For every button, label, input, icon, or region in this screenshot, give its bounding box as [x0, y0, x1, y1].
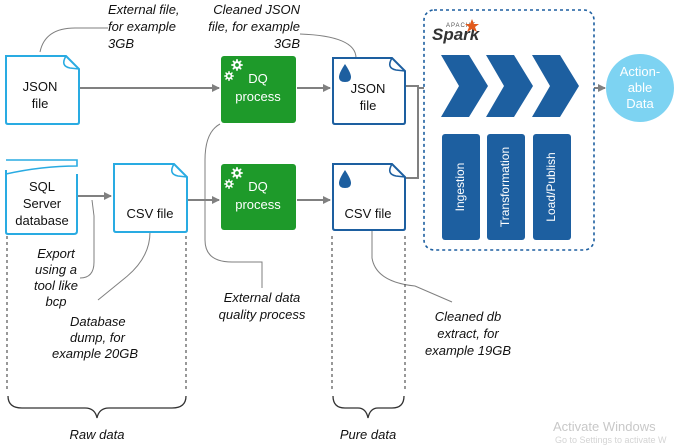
text-label: dump, for: [70, 330, 126, 345]
json-file-node: JSON file: [5, 55, 80, 125]
stage-transformation-label: Transformation: [498, 147, 512, 227]
stage-load-bar: [533, 134, 571, 240]
pure-json-label-2: file: [360, 98, 377, 113]
json-file-label-2: file: [32, 96, 49, 111]
spark-container: APACHE Spark Ingestion Transformation Lo…: [423, 9, 595, 251]
chevron-load: [532, 55, 579, 117]
droplet-icon: [339, 64, 351, 82]
pure-csv-node: CSV file: [332, 163, 406, 231]
chevron-ingestion: [441, 55, 488, 117]
text-label: Cleaned JSON: [213, 2, 300, 17]
stage-load-label: Load/Publish: [544, 152, 558, 221]
droplet-icon-2: [339, 170, 351, 188]
text-label: Export: [37, 246, 76, 261]
sql-label-1: SQL: [29, 179, 55, 194]
sql-server-node: SQL Server database: [5, 159, 78, 235]
text-label: 3GB: [274, 36, 300, 51]
text-label: External data: [224, 290, 301, 305]
annotation-external-dq: External data quality process: [219, 290, 306, 322]
annotation-cleaned-json: Cleaned JSON file, for example 3GB: [208, 2, 300, 51]
raw-data-brace: [7, 395, 187, 419]
watermark-line-2: Go to Settings to activate W: [555, 435, 667, 445]
annotation-external-file: External file, for example 3GB: [108, 2, 180, 51]
csv-file-label: CSV file: [127, 206, 174, 221]
pure-csv-label: CSV file: [345, 206, 392, 221]
text-label: using a: [35, 262, 77, 277]
pure-json-label-1: JSON: [351, 81, 386, 96]
annotation-db-dump: Database dump, for example 20GB: [52, 314, 138, 361]
text-label: for example: [108, 19, 176, 34]
db-dump-leader: [97, 231, 151, 301]
stage-ingestion-label: Ingestion: [453, 163, 467, 212]
text-label: Database: [70, 314, 126, 329]
raw-data-label: Raw data: [70, 427, 125, 442]
sql-label-2: Server: [23, 196, 62, 211]
stage-transformation-bar: [487, 134, 525, 240]
dq-1-label-1: DQ: [248, 71, 268, 86]
spark-logo-small: APACHE: [446, 23, 476, 29]
arrow-csv-to-spark: [406, 88, 419, 179]
text-label: extract, for: [437, 326, 499, 341]
text-label: file, for example: [208, 19, 300, 34]
text-label: example 19GB: [425, 343, 511, 358]
dq-1-label-2: process: [235, 89, 281, 104]
dq-process-1-node: DQ process: [221, 56, 296, 123]
watermark-line-1: Activate Windows: [553, 419, 656, 434]
external-file-leader: [39, 27, 108, 53]
text-label: 3GB: [108, 36, 134, 51]
spark-logo: APACHE Spark: [432, 19, 481, 44]
actionable-data-node: Action- able Data: [606, 54, 674, 122]
text-label: tool like: [34, 278, 78, 293]
dq-2-label-2: process: [235, 197, 281, 212]
csv-file-node: CSV file: [113, 163, 188, 233]
annotation-export-tool: Export using a tool like bcp: [34, 246, 78, 309]
annotation-cleaned-db: Cleaned db extract, for example 19GB: [425, 309, 511, 358]
text-label: External file,: [108, 2, 180, 17]
text-label: bcp: [46, 294, 67, 309]
pure-data-label: Pure data: [340, 427, 396, 442]
actionable-label-2: able: [628, 80, 653, 95]
chevron-transformation: [486, 55, 533, 117]
sql-label-3: database: [15, 213, 69, 228]
actionable-label-1: Action-: [620, 64, 660, 79]
spark-star-icon: [465, 19, 479, 32]
text-label: example 20GB: [52, 346, 138, 361]
cleaned-json-leader: [299, 33, 357, 59]
export-leader: [79, 199, 95, 279]
cleaned-db-leader: [371, 226, 453, 303]
dq-process-2-node: DQ process: [221, 164, 296, 230]
pure-json-node: JSON file: [332, 57, 406, 125]
json-file-label-1: JSON: [23, 79, 58, 94]
text-label: quality process: [219, 307, 306, 322]
text-label: Cleaned db: [435, 309, 502, 324]
external-dq-leader: [204, 123, 263, 288]
pure-data-brace: [332, 395, 405, 419]
dq-2-label-1: DQ: [248, 179, 268, 194]
actionable-label-3: Data: [626, 96, 654, 111]
stage-ingestion-bar: [442, 134, 480, 240]
